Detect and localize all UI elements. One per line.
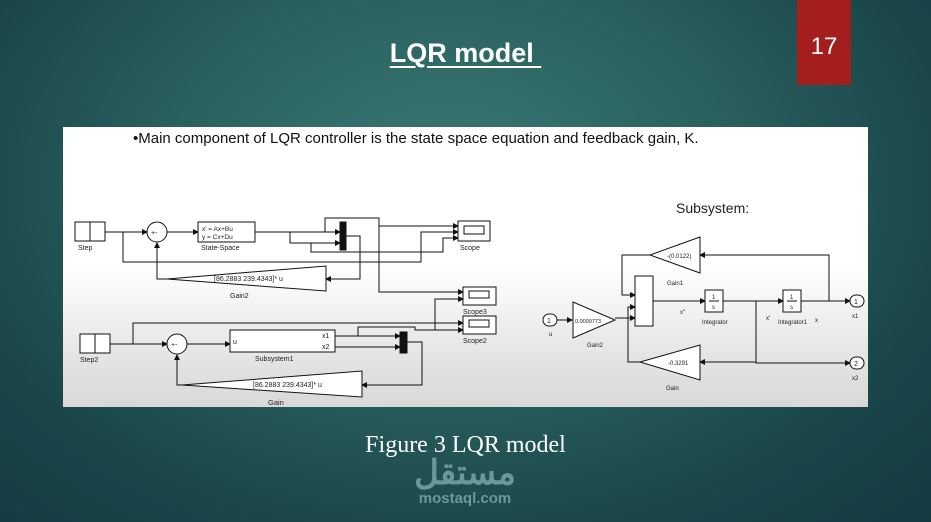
bullet-text: •Main component of LQR controller is the…	[133, 130, 699, 147]
port-x2: x2	[322, 344, 330, 351]
state-space-label: State-Space	[201, 245, 240, 252]
simulink-figure: •Main component of LQR controller is the…	[63, 127, 868, 407]
signal-xdd: x''	[680, 310, 685, 316]
sub-sum-block[interactable]	[634, 275, 654, 327]
top-model: Step +- x' = Ax+Bu y = Cx+Du State-Space…	[74, 217, 491, 300]
sub-gain-value: -0.3291	[668, 361, 689, 367]
mostaql-watermark-logo: مستقل mostaql.com	[405, 455, 525, 507]
slide-title: LQR model	[0, 38, 931, 69]
subsystem-diagram: Subsystem: 1 u 0.0009773 Gain2 -(0.0122)…	[542, 200, 865, 392]
subsystem1-block[interactable]	[229, 329, 336, 353]
bottom-model: Step2 +- u x1 x2 Subsystem1 Scope3	[79, 286, 497, 407]
subsystem-heading: Subsystem:	[676, 200, 749, 216]
inport-label: u	[549, 332, 552, 338]
integrator1-label: Integrator1	[778, 320, 808, 326]
outport-x2[interactable]	[849, 356, 865, 370]
slide-number-text: 17	[810, 32, 838, 60]
inport-number: 1	[547, 318, 551, 325]
mux-block[interactable]	[339, 221, 347, 251]
mux2-block[interactable]	[399, 331, 408, 354]
port-u: u	[233, 339, 237, 346]
state-space-eq1: x' = Ax+Bu	[202, 226, 233, 233]
sub-gain1-value: -(0.0122)	[667, 254, 691, 260]
sub-gain2-value: 0.0009773	[575, 319, 601, 325]
gain-block[interactable]	[181, 370, 363, 398]
scope3-label: Scope3	[463, 309, 487, 316]
integrator-label: Integrator	[702, 320, 728, 326]
sub-gain1-label: Gain1	[667, 281, 684, 287]
gain2-block[interactable]	[166, 265, 327, 292]
outport1-label: x1	[852, 314, 859, 320]
signal-xd: x'	[766, 316, 770, 322]
integrator-den: s	[712, 305, 715, 311]
state-space-eq2: y = Cx+Du	[202, 234, 233, 241]
sub-gain2-label: Gain2	[587, 343, 604, 349]
gain-expr: [86.2883 239.4343]* u	[253, 382, 322, 389]
subsystem1-label: Subsystem1	[255, 356, 294, 363]
integrator-num: 1	[712, 295, 716, 301]
simulink-diagram: Step +- x' = Ax+Bu y = Cx+Du State-Space…	[74, 200, 865, 407]
scope2-label: Scope2	[463, 338, 487, 345]
sum2-signs: +-	[171, 342, 178, 349]
outport2-number: 2	[854, 361, 858, 368]
outport1-number: 1	[854, 299, 858, 306]
scope-label: Scope	[460, 245, 480, 252]
gain2-expr: [86.2883 239.4343]* u	[214, 276, 283, 283]
watermark-arabic: مستقل	[414, 454, 516, 492]
port-x1: x1	[322, 333, 330, 340]
watermark-latin: mostaql.com	[418, 490, 512, 507]
gain-label: Gain	[268, 398, 284, 407]
integrator1-den: s	[790, 305, 793, 311]
sum-signs: +-	[151, 230, 158, 237]
outport2-label: x2	[852, 376, 859, 382]
step-label: Step	[78, 245, 93, 252]
slide-number: 17	[797, 0, 851, 85]
slide-title-text: LQR model	[389, 38, 542, 68]
sub-gain2-block[interactable]	[572, 301, 617, 339]
step2-label: Step2	[80, 357, 98, 364]
figure-caption: Figure 3 LQR model	[365, 432, 566, 458]
signal-x: x	[815, 318, 818, 324]
gain2-label: Gain2	[230, 293, 249, 300]
outport-x1[interactable]	[849, 294, 865, 308]
sub-gain-block[interactable]	[638, 344, 701, 381]
integrator1-num: 1	[790, 295, 794, 301]
sub-gain-label: Gain	[666, 386, 679, 392]
